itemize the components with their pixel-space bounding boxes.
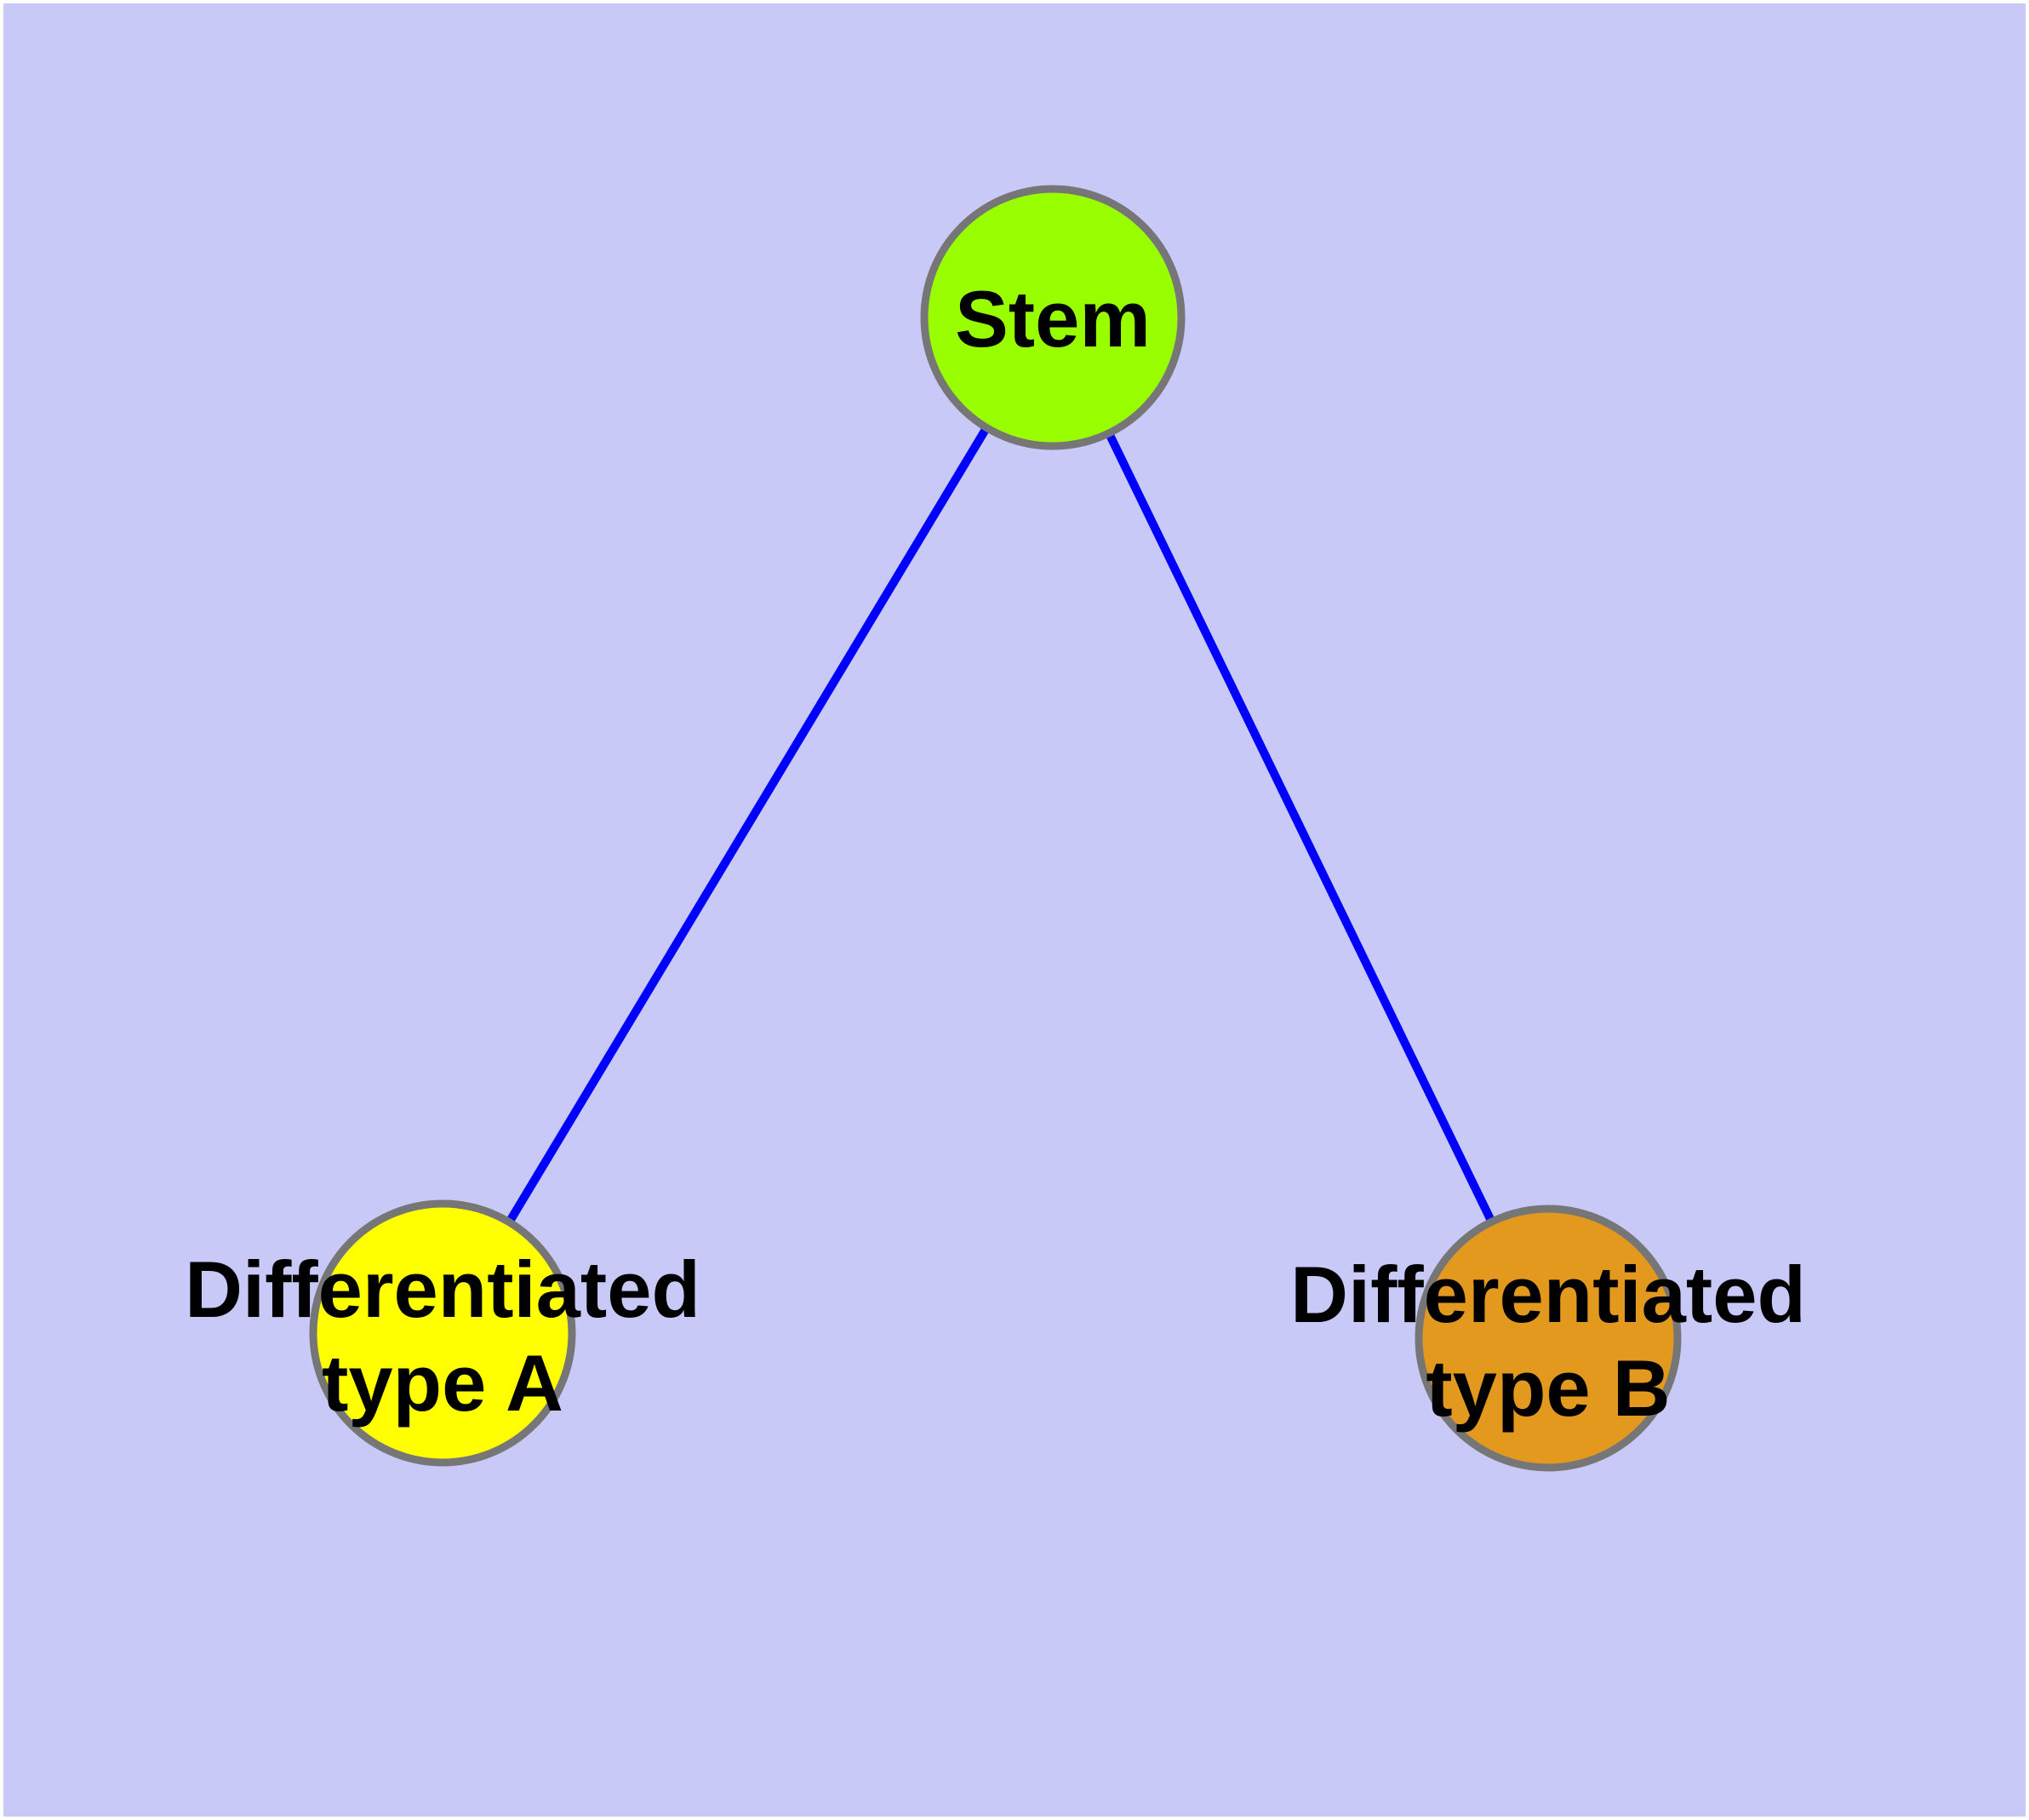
node-differentiated-type-b — [1415, 1205, 1682, 1472]
node-stem-label: Stem — [955, 274, 1151, 363]
node-type-b-label-line1: Differentiated — [1290, 1250, 1806, 1339]
edge-stem-to-type-b — [1049, 315, 1552, 1341]
edge-stem-to-type-a — [438, 315, 1057, 1336]
node-stem — [920, 185, 1186, 450]
node-type-a-label-line2: type A — [322, 1338, 563, 1428]
node-type-a-label-line1: Differentiated — [185, 1245, 700, 1334]
node-differentiated-type-a — [309, 1199, 576, 1467]
node-type-b-label-line2: type B — [1426, 1343, 1670, 1433]
